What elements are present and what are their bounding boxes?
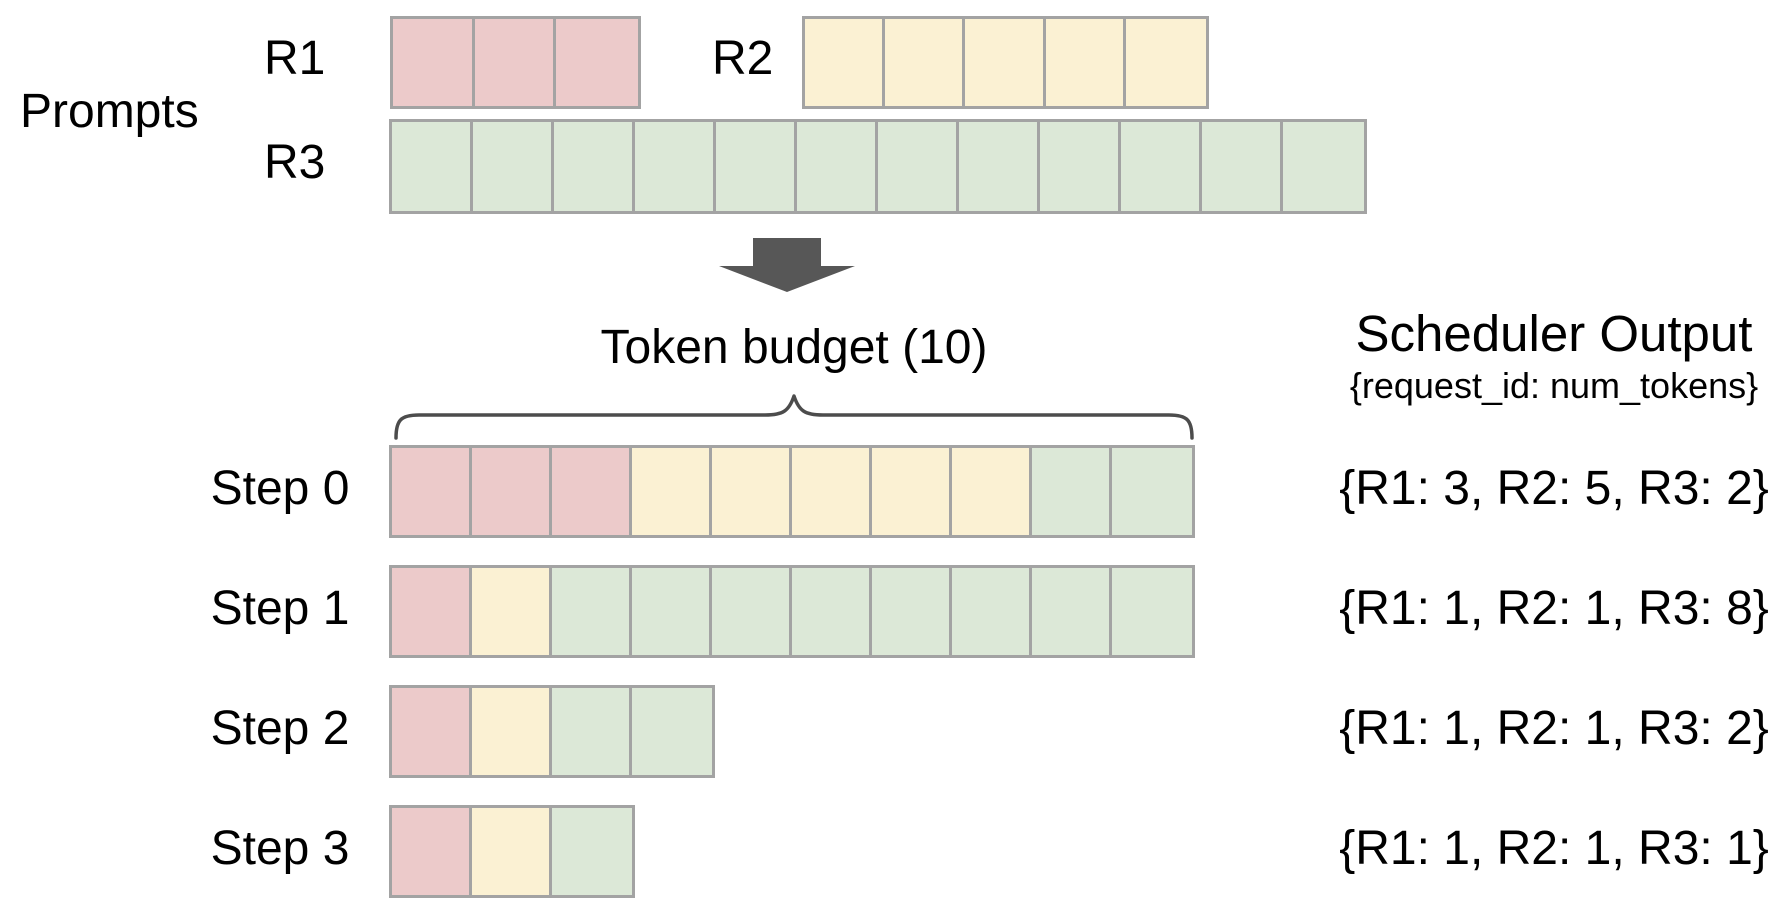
step-1-output: {R1: 1, R2: 1, R3: 8} (1339, 581, 1769, 635)
prompt-r3-token-row (389, 119, 1367, 214)
arrow-down-icon (719, 238, 855, 292)
token-cell-r3 (1032, 448, 1112, 535)
token-cell-r1 (556, 19, 638, 106)
prompt-r1-token-row (390, 16, 641, 109)
token-cell-r3 (473, 122, 554, 211)
token-cell-r2 (1045, 19, 1126, 106)
token-cell-r1 (474, 19, 556, 106)
step-0-output: {R1: 3, R2: 5, R3: 2} (1339, 461, 1769, 515)
token-cell-r2 (632, 448, 712, 535)
scheduler-output-subtitle: {request_id: num_tokens} (1349, 365, 1759, 406)
token-cell-r1 (392, 688, 472, 775)
step-3-token-row (389, 805, 635, 898)
token-cell-r3 (632, 688, 712, 775)
request-r2-label: R2 (712, 32, 774, 85)
step-1-label: Step 1 (210, 581, 350, 635)
scheduler-output-title: Scheduler Output (1355, 305, 1753, 362)
step-0-label: Step 0 (210, 461, 350, 515)
token-cell-r2 (472, 688, 552, 775)
step-2-output: {R1: 1, R2: 1, R3: 2} (1339, 701, 1769, 755)
token-cell-r2 (792, 448, 872, 535)
prompt-r2-token-row (802, 16, 1209, 109)
step-0-token-row (389, 445, 1195, 538)
token-cell-r3 (712, 568, 792, 655)
token-cell-r2 (1125, 19, 1206, 106)
token-cell-r2 (885, 19, 966, 106)
token-cell-r2 (805, 19, 886, 106)
token-cell-r3 (792, 568, 872, 655)
token-cell-r3 (952, 568, 1032, 655)
token-cell-r3 (1032, 568, 1112, 655)
token-cell-r2 (965, 19, 1046, 106)
token-cell-r1 (392, 448, 472, 535)
token-cell-r3 (392, 122, 473, 211)
token-cell-r1 (392, 808, 472, 895)
token-budget-label: Token budget (10) (600, 321, 988, 374)
token-cell-r3 (552, 808, 632, 895)
token-cell-r3 (959, 122, 1040, 211)
token-cell-r3 (552, 688, 632, 775)
token-cell-r3 (1283, 122, 1364, 211)
token-cell-r3 (552, 568, 632, 655)
token-cell-r3 (554, 122, 635, 211)
request-r1-label: R1 (264, 32, 326, 85)
token-cell-r1 (472, 448, 552, 535)
step-2-token-row (389, 685, 715, 778)
step-3-label: Step 3 (210, 821, 350, 875)
token-cell-r3 (632, 568, 712, 655)
token-cell-r3 (635, 122, 716, 211)
token-cell-r1 (552, 448, 632, 535)
token-cell-r3 (878, 122, 959, 211)
token-cell-r2 (712, 448, 792, 535)
step-3-output: {R1: 1, R2: 1, R3: 1} (1339, 821, 1769, 875)
token-cell-r3 (716, 122, 797, 211)
token-cell-r2 (472, 568, 552, 655)
token-cell-r2 (952, 448, 1032, 535)
token-cell-r3 (1202, 122, 1283, 211)
step-1-token-row (389, 565, 1195, 658)
token-cell-r2 (472, 808, 552, 895)
prompts-section-label: Prompts (20, 85, 199, 138)
token-budget-brace (394, 394, 1194, 440)
step-2-label: Step 2 (210, 701, 350, 755)
token-cell-r3 (1112, 568, 1192, 655)
token-cell-r1 (393, 19, 475, 106)
token-cell-r2 (872, 448, 952, 535)
token-cell-r3 (797, 122, 878, 211)
request-r3-label: R3 (264, 136, 326, 189)
token-cell-r3 (1121, 122, 1202, 211)
token-cell-r1 (392, 568, 472, 655)
token-cell-r3 (1112, 448, 1192, 535)
token-cell-r3 (872, 568, 952, 655)
token-cell-r3 (1040, 122, 1121, 211)
